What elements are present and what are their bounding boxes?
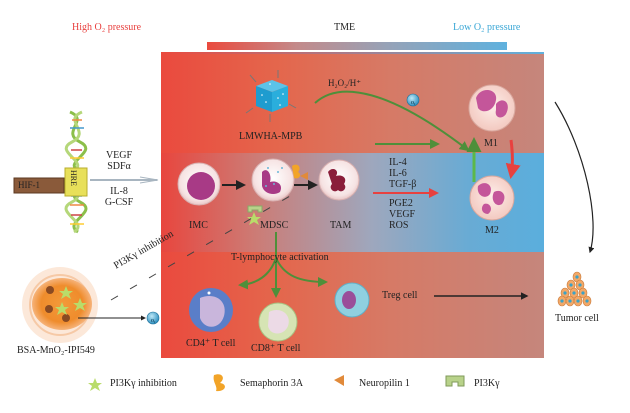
- hre-label: HRE: [69, 170, 78, 186]
- cytokine-vegf: VEGF: [389, 209, 416, 220]
- cytokine-ros: ROS: [389, 220, 409, 231]
- legend-pi3k-label: PI3Kγ: [474, 378, 500, 389]
- t-activation-cd4-arrow: [238, 257, 277, 290]
- m2-label: M2: [485, 225, 499, 236]
- o2-bubble-bottom-icon: [146, 311, 160, 325]
- treg-label: Treg cell: [382, 290, 418, 301]
- o2-bubble-icon: [406, 93, 420, 107]
- cytokine-tgfb: TGF-β: [389, 179, 417, 190]
- cd4-label: CD4⁺ T cell: [186, 338, 236, 349]
- cytokine-il4: IL-4: [389, 157, 407, 168]
- factor-sdf: SDFα: [107, 161, 131, 172]
- tam-label: TAM: [330, 220, 352, 231]
- tumor-cell-cluster-icon: [557, 271, 592, 307]
- legend-star-icon: [88, 378, 102, 391]
- factor-gcsf: G-CSF: [104, 197, 134, 208]
- cd4-t-cell-icon: [189, 288, 233, 332]
- o2-bottom-label: O₂: [150, 318, 156, 323]
- lmwha-mpb-label: LMWHA-MPB: [239, 131, 303, 142]
- m2-macrophage-icon: [469, 175, 515, 221]
- factor-vegf: VEGF: [105, 150, 133, 161]
- legend-semaphorin-label: Semaphorin 3A: [240, 378, 304, 389]
- semaphorin-3a-icon: [292, 164, 308, 180]
- low-o2-label: Low O₂ pressure: [453, 22, 521, 33]
- cytokine-pge2: PGE2: [389, 198, 413, 209]
- high-o2-label: High O₂ pressure: [72, 22, 142, 33]
- legend-semaphorin-icon: [213, 374, 225, 392]
- legend-pi3k-icon: [445, 375, 465, 387]
- bsa-mno2-ipi549-nanoparticle-icon: [22, 267, 98, 343]
- nanoparticle-label: BSA-MnO₂-IPI549: [17, 345, 95, 356]
- hif1-box: [13, 177, 65, 194]
- legend-pi3k-inhibition-label: PI3Kγ inhibition: [110, 378, 177, 389]
- o2-gradient-bar: [207, 42, 507, 50]
- pi3k-inhibition-star-icon: [247, 212, 261, 225]
- factor-il8: IL-8: [110, 186, 128, 197]
- t-activation-treg-arrow: [275, 257, 328, 287]
- h2o2-to-m1-arrow: [314, 90, 470, 152]
- tam-cell-icon: [318, 159, 360, 201]
- panel-top-line: [161, 52, 544, 54]
- hre-box: [64, 167, 88, 197]
- cd8-label: CD8⁺ T cell: [251, 343, 301, 354]
- m1-label: M1: [484, 138, 498, 149]
- hif1-label: HIF-1: [18, 180, 40, 190]
- h2o2-label: H₂O₂/H⁺: [328, 78, 362, 88]
- t-activation-label: T-lymphocyte activation: [231, 252, 329, 263]
- m1-macrophage-icon: [468, 84, 516, 132]
- cytokine-il6: IL-6: [389, 168, 407, 179]
- treg-cell-icon: [334, 282, 370, 318]
- legend-neuropilin-icon: [334, 375, 344, 386]
- imc-label: IMC: [189, 220, 208, 231]
- m2-to-tumor-arrow: [554, 101, 595, 254]
- m1-to-m2-arrow: [505, 139, 521, 179]
- o2-top-label: O₂: [410, 100, 416, 105]
- imc-cell-icon: [177, 162, 221, 206]
- pi3k-gamma-icon: [247, 205, 263, 213]
- tme-panel: [161, 54, 544, 358]
- lmwha-mpb-nanocube-icon: [245, 70, 297, 122]
- mdsc-cell-icon: [251, 158, 295, 202]
- tumor-cell-label: Tumor cell: [555, 313, 599, 324]
- cd8-t-cell-icon: [258, 302, 298, 342]
- legend-neuropilin-label: Neuropilin 1: [359, 378, 410, 389]
- tme-label: TME: [334, 22, 356, 33]
- mdsc-label: MDSC: [260, 220, 289, 231]
